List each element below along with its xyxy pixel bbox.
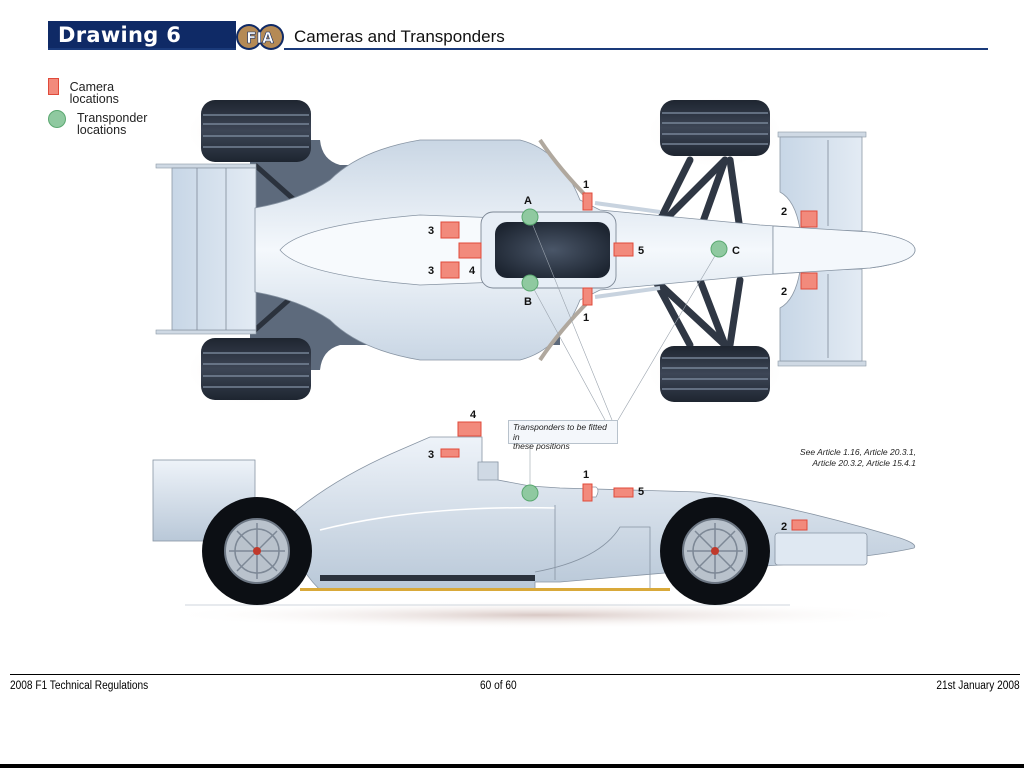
- label-camera-5-side: 5: [638, 486, 644, 498]
- label-camera-5-top: 5: [638, 245, 644, 257]
- front-wheel-side: [660, 497, 770, 605]
- rear-wheel-side: [202, 497, 312, 605]
- footer-document-title: 2008 F1 Technical Regulations: [10, 680, 149, 692]
- article-reference: See Article 1.16, Article 20.3.1, Articl…: [760, 447, 916, 469]
- footer-page-number: 60 of 60: [480, 680, 517, 692]
- front-wing-top: [772, 131, 916, 367]
- article-reference-line2: Article 20.3.2, Article 15.4.1: [812, 458, 916, 468]
- footer-date: 21st January 2008: [936, 680, 1020, 692]
- label-transponder-b: B: [524, 296, 532, 308]
- transponder-note-line2: these positions: [513, 441, 570, 451]
- camera-2-side: [791, 519, 808, 531]
- top-view: 1 1 2 2 3 3 4 5 A B C: [155, 96, 916, 421]
- label-camera-3-side: 3: [428, 449, 434, 461]
- camera-2-bottom: [800, 272, 818, 290]
- label-camera-2-side: 2: [781, 521, 787, 533]
- label-camera-1-bottom: 1: [583, 312, 589, 324]
- article-reference-line1: See Article 1.16, Article 20.3.1,: [799, 447, 916, 457]
- transponder-note-line1: Transponders to be fitted in: [513, 422, 607, 442]
- legend-label-transponder-line1: Transponder: [77, 111, 148, 125]
- label-camera-1-top: 1: [583, 179, 589, 191]
- legend-item-transponder: Transponder locations: [48, 110, 147, 136]
- camera-2-top: [800, 210, 818, 228]
- rear-wing-top: [155, 163, 257, 335]
- footer-rule: [10, 674, 1020, 675]
- transponder-c: [710, 240, 728, 258]
- camera-1-top: [582, 192, 593, 211]
- camera-5-side: [613, 487, 634, 498]
- camera-1-side: [582, 483, 593, 502]
- label-camera-4-top: 4: [469, 265, 476, 277]
- transponder-note: Transponders to be fitted in these posit…: [508, 420, 618, 451]
- label-camera-2-bottom: 2: [781, 286, 787, 298]
- camera-4-side: [457, 421, 482, 437]
- camera-4-top: [458, 242, 482, 259]
- legend-label-transponder-line2: locations: [77, 123, 127, 137]
- camera-3-side: [440, 448, 460, 458]
- front-left-tyre: [660, 100, 770, 156]
- camera-3-top: [440, 221, 460, 239]
- label-camera-3-bottom: 3: [428, 265, 434, 277]
- fia-logo-icon: FIA: [236, 20, 284, 54]
- fia-logo-text: FIA: [246, 29, 274, 47]
- transponder-b: [521, 274, 539, 292]
- side-view: 1 2 3 4 5: [152, 409, 920, 629]
- rear-right-tyre: [201, 338, 311, 400]
- transponder-side: [521, 484, 539, 502]
- bottom-bar: [0, 764, 1024, 768]
- camera-location-icon: [48, 78, 59, 95]
- header-band: [48, 21, 248, 50]
- front-right-tyre: [660, 346, 770, 402]
- rear-left-tyre: [201, 100, 311, 162]
- legend-item-camera: Camera locations: [48, 78, 125, 105]
- legend-label-camera: Camera locations: [69, 80, 119, 106]
- transponder-a: [521, 208, 539, 226]
- camera-3-bottom: [440, 261, 460, 279]
- label-transponder-a: A: [524, 195, 532, 207]
- header-rule: [48, 48, 988, 50]
- camera-5-top: [613, 242, 634, 257]
- drawing-subtitle: Cameras and Transponders: [294, 27, 505, 46]
- transponder-location-icon: [48, 110, 66, 128]
- camera-1-bottom: [582, 287, 593, 306]
- label-camera-3-top: 3: [428, 225, 434, 237]
- label-camera-1-side: 1: [583, 469, 589, 481]
- front-wing-side: [774, 532, 868, 566]
- label-camera-4-side: 4: [470, 409, 477, 421]
- drawing-title: Drawing 6: [58, 23, 182, 47]
- label-transponder-c: C: [732, 245, 740, 257]
- label-camera-2-top: 2: [781, 206, 787, 218]
